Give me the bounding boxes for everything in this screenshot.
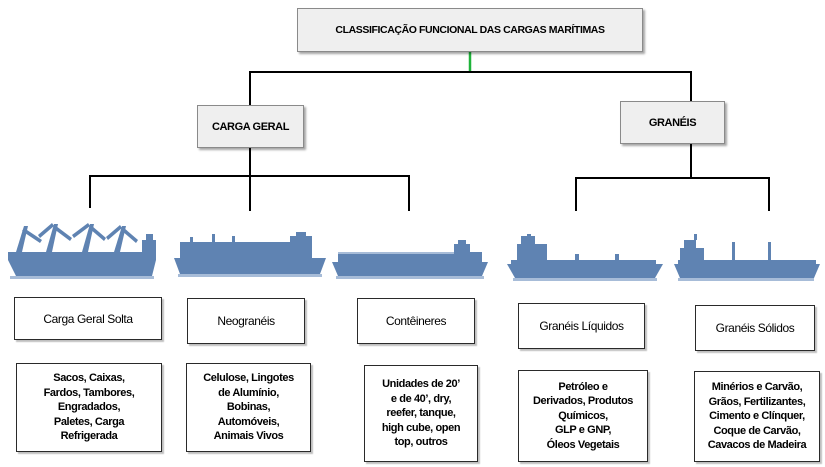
category-carga-geral: CARGA GERAL — [197, 105, 304, 148]
diagram-title: CLASSIFICAÇÃO FUNCIONAL DAS CARGAS MARÍT… — [297, 8, 643, 52]
container-ship-icon — [330, 240, 490, 282]
subcategory-conteineres: Contêineres — [357, 298, 475, 344]
item-line: Cavacos de Madeira — [707, 439, 807, 452]
item-line: high cube, open — [381, 421, 461, 434]
items-graneis-liquidos: Petróleo e Derivados, Produtos Químicos,… — [518, 370, 648, 462]
item-line: Bobinas, — [226, 401, 271, 414]
item-line: Unidades de 20’ — [382, 378, 460, 391]
item-line: Cimento e Clínquer, — [709, 410, 805, 423]
item-line: Paletes, Carga — [53, 415, 125, 428]
item-line: Engradados, — [57, 401, 121, 414]
crane-cargo-ship-icon — [2, 212, 162, 287]
roro-vessel-icon — [170, 232, 330, 282]
items-neograneis: Celulose, Lingotes de Alumínio, Bobinas,… — [186, 363, 311, 452]
item-line: Sacos, Caixas, — [53, 372, 125, 385]
bulk-carrier-icon — [672, 234, 822, 284]
item-line: Grãos, Fertilizantes, — [708, 395, 806, 408]
item-line: Refrigerada — [60, 430, 118, 443]
subcategory-neograneis: Neogranéis — [187, 298, 305, 344]
item-line: Derivados, Produtos — [533, 395, 633, 408]
item-line: Animais Vivos — [213, 430, 284, 443]
item-line: GLP e GNP, — [554, 424, 612, 437]
item-line: Minérios e Carvão, — [711, 381, 803, 394]
subcategory-graneis-solidos: Granéis Sólidos — [695, 305, 815, 351]
item-line: e de 40’, dry, — [390, 392, 452, 405]
item-line: Coque de Carvão, — [713, 424, 801, 437]
subcategory-carga-geral-solta: Carga Geral Solta — [14, 297, 162, 340]
item-line: reefer, tanque, — [386, 407, 456, 420]
subcategory-graneis-liquidos: Granéis Líquidos — [518, 303, 645, 349]
items-carga-geral-solta: Sacos, Caixas, Fardos, Tambores, Engrada… — [16, 363, 162, 452]
item-line: Automóveis, — [217, 415, 280, 428]
item-line: Celulose, Lingotes — [203, 372, 294, 385]
item-line: Fardos, Tambores, — [43, 386, 135, 399]
items-graneis-solidos: Minérios e Carvão, Grãos, Fertilizantes,… — [694, 371, 820, 462]
item-line: Óleos Vegetais — [546, 438, 620, 451]
item-line: de Alumínio, — [218, 386, 279, 399]
items-conteineres: Unidades de 20’ e de 40’, dry, reefer, t… — [364, 365, 478, 462]
category-graneis: GRANÉIS — [620, 101, 725, 144]
item-line: Químicos, — [558, 409, 608, 422]
item-line: Petróleo e — [558, 380, 608, 393]
tanker-ship-icon — [505, 234, 665, 284]
item-line: top, outros — [394, 436, 448, 449]
